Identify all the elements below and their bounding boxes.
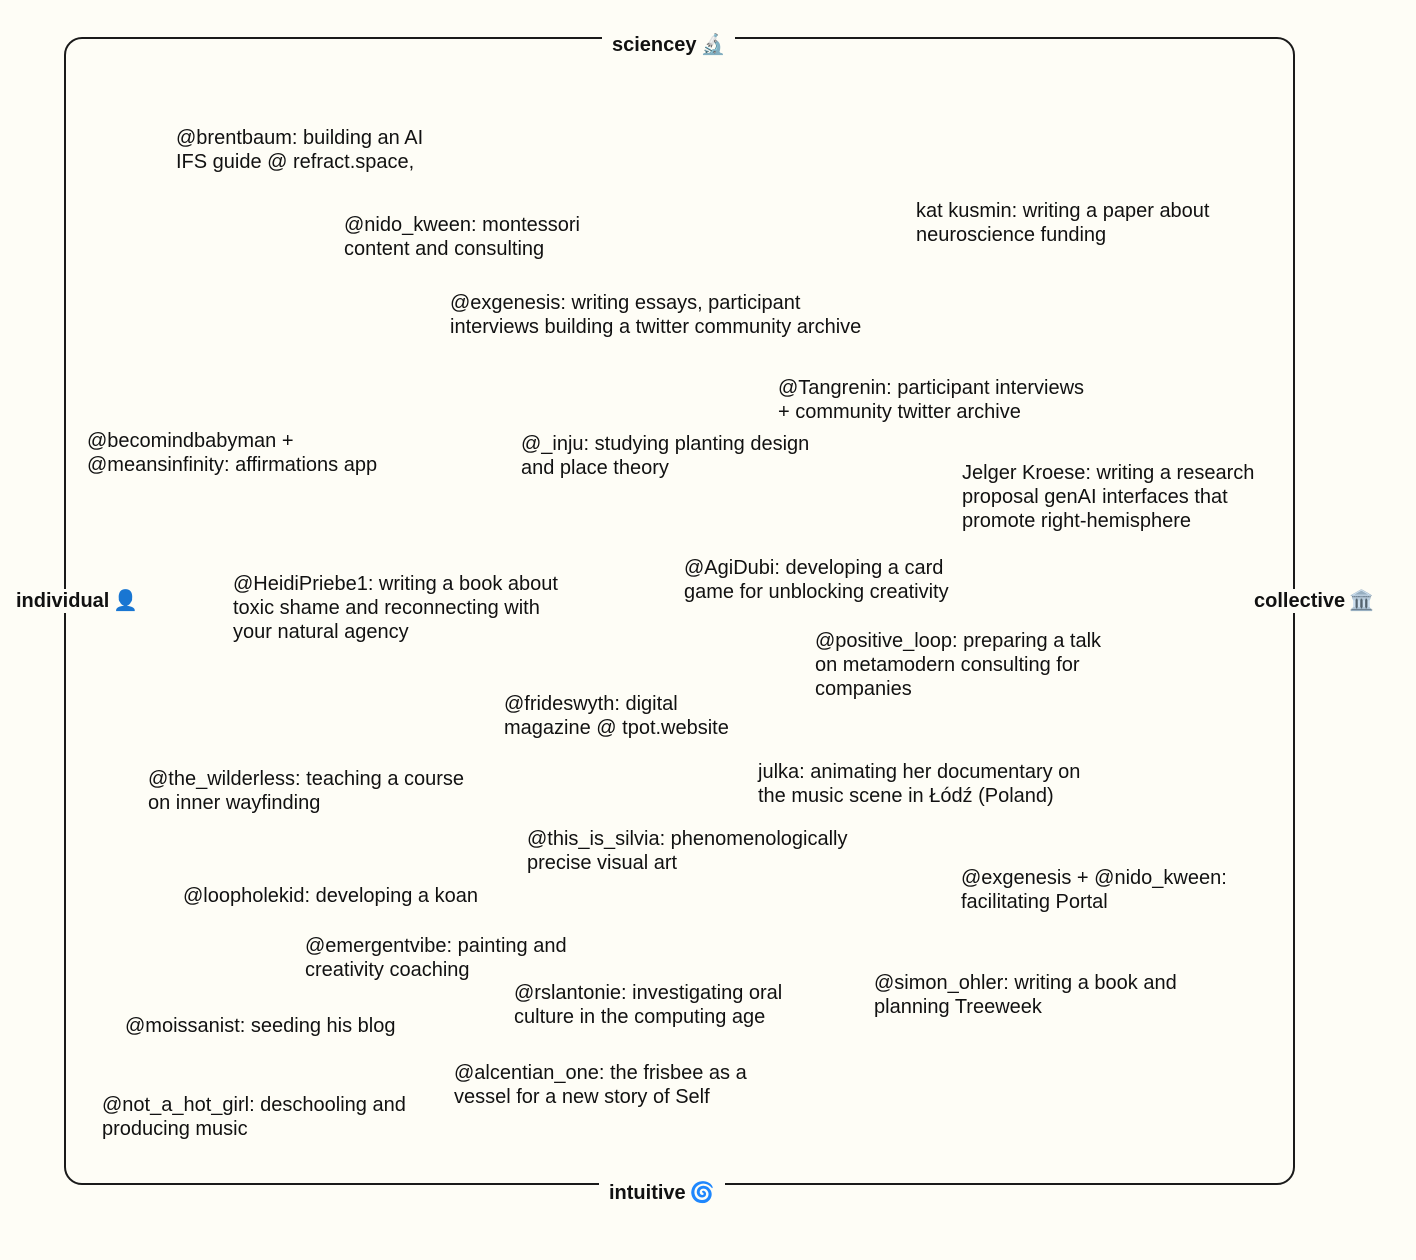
project-item-line: @brentbaum: building an AI (176, 127, 424, 149)
project-item-line: @nido_kween: montessori (344, 214, 580, 236)
axis-label-left: individual👤 (6, 589, 145, 613)
project-item-line: @loopholekid: developing a koan (183, 885, 478, 907)
project-item-line: @not_a_hot_girl: deschooling and (102, 1094, 406, 1116)
axis-label-bottom-text: intuitive (609, 1182, 686, 1204)
project-item-line: game for unblocking creativity (684, 581, 949, 603)
project-item: @becomindbabyman +@meansinfinity: affirm… (87, 429, 377, 477)
project-item-line: + community twitter archive (778, 401, 1021, 423)
axis-label-left-text: individual (16, 590, 110, 612)
project-item-line: culture in the computing age (514, 1006, 766, 1028)
project-item-line: magazine @ tpot.website (504, 717, 729, 739)
project-item-line: producing music (102, 1118, 248, 1140)
project-item: @loopholekid: developing a koan (183, 884, 478, 908)
project-item-line: promote right-hemisphere (962, 510, 1191, 532)
axis-label-top-text: sciencey (612, 34, 697, 56)
project-item-line: proposal genAI interfaces that (962, 486, 1228, 508)
project-item-line: @becomindbabyman + (87, 430, 294, 452)
project-item-line: content and consulting (344, 238, 545, 260)
project-item-line: @this_is_silvia: phenomenologically (527, 828, 848, 850)
project-item-line: IFS guide @ refract.space, (176, 151, 415, 173)
project-item: @Tangrenin: participant interviews+ comm… (778, 376, 1084, 424)
project-item-line: @_inju: studying planting design (521, 433, 810, 455)
project-item-line: your natural agency (233, 621, 409, 643)
project-item-line: on metamodern consulting for (815, 654, 1080, 676)
project-item-line: @moissanist: seeding his blog (125, 1015, 396, 1037)
axis-label-top: sciencey🔬 (602, 33, 736, 57)
project-item-line: facilitating Portal (961, 891, 1108, 913)
project-item-line: @HeidiPriebe1: writing a book about (233, 573, 558, 595)
project-item-line: on inner wayfinding (148, 792, 321, 814)
project-item-line: @positive_loop: preparing a talk (815, 630, 1102, 652)
building-icon: 🏛️ (1349, 590, 1375, 612)
project-item-line: @emergentvibe: painting and (305, 935, 567, 957)
person-icon: 👤 (113, 590, 139, 612)
project-item-line: neuroscience funding (916, 224, 1107, 246)
project-item-line: @meansinfinity: affirmations app (87, 454, 378, 476)
project-item: @moissanist: seeding his blog (125, 1014, 395, 1038)
cyclone-icon: 🌀 (689, 1182, 715, 1204)
project-item-line: interviews building a twitter community … (450, 316, 862, 338)
project-item-line: julka: animating her documentary on (758, 761, 1081, 783)
project-item-line: @alcentian_one: the frisbee as a (454, 1062, 747, 1084)
project-item-line: @simon_ohler: writing a book and (874, 972, 1177, 994)
axis-label-right: collective🏛️ (1244, 589, 1383, 613)
project-item: @exgenesis + @nido_kween:facilitating Po… (961, 866, 1227, 914)
project-item-line: @AgiDubi: developing a card (684, 557, 944, 579)
project-item-line: vessel for a new story of Self (454, 1086, 710, 1108)
project-item-line: @rslantonie: investigating oral (514, 982, 783, 1004)
axis-label-right-text: collective (1254, 590, 1346, 612)
axis-label-bottom: intuitive🌀 (599, 1181, 725, 1205)
project-item-line: the music scene in Łódź (Poland) (758, 785, 1054, 807)
project-item-line: @exgenesis: writing essays, participant (450, 292, 801, 314)
project-item-line: Jelger Kroese: writing a research (962, 462, 1255, 484)
project-item-line: kat kusmin: writing a paper about (916, 200, 1210, 222)
project-item-line: planning Treeweek (874, 996, 1042, 1018)
project-item-line: @frideswyth: digital (504, 693, 678, 715)
project-item-line: @exgenesis + @nido_kween: (961, 867, 1227, 889)
project-item-line: companies (815, 678, 912, 700)
project-item-line: precise visual art (527, 852, 678, 874)
project-item-line: and place theory (521, 457, 669, 479)
microscope-icon: 🔬 (700, 34, 726, 56)
project-item-line: @the_wilderless: teaching a course (148, 768, 465, 790)
project-item-line: creativity coaching (305, 959, 470, 981)
project-item-line: toxic shame and reconnecting with (233, 597, 540, 619)
project-item-line: @Tangrenin: participant interviews (778, 377, 1085, 399)
